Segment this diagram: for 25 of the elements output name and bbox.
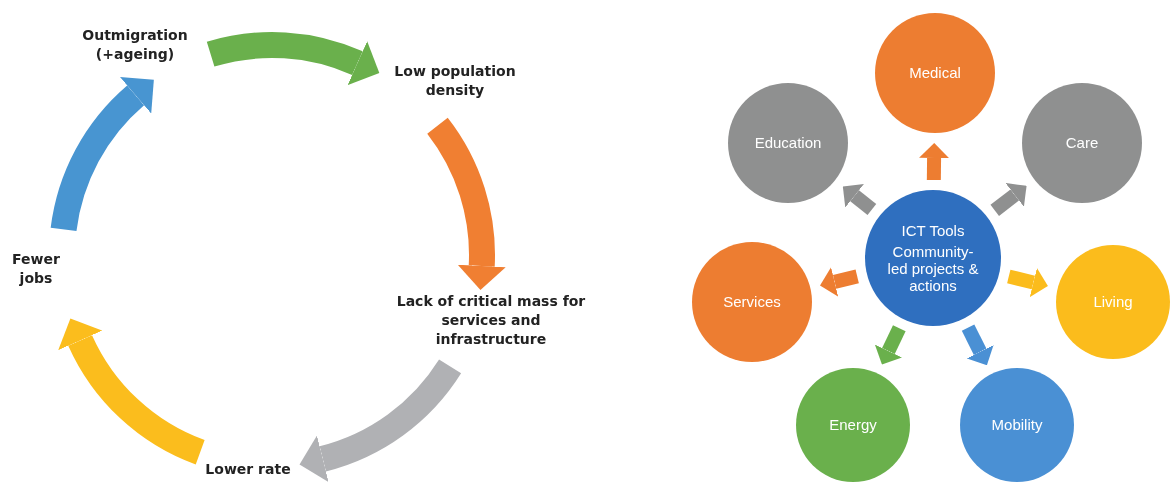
node-label: Care [1065,134,1099,152]
block-arrow [299,358,461,482]
node-label: Services [723,293,781,311]
block-arrow [961,324,994,366]
block-arrow [842,184,877,215]
node-label: Community-led projects & actions [886,242,980,295]
block-arrow [820,267,859,297]
block-arrow [919,143,950,181]
block-arrow [874,325,906,365]
cycle-label: Fewer jobs [0,250,72,288]
node-label: Living [1093,293,1133,311]
cycle-label: Outmigration (+ageing) [70,26,200,64]
cycle-label: Low population density [380,62,530,100]
node-label: Mobility [991,416,1043,434]
block-arrow [207,32,380,86]
node-label: Medical [909,64,961,82]
node-label: ICT Tools [901,221,965,239]
block-arrow [50,78,153,232]
block-arrow [1007,267,1048,298]
cycle-label: Lower rate [198,460,298,479]
cycle-label: Lack of critical mass for services and infrastructure [396,292,586,349]
node-label: Energy [829,416,877,434]
block-arrow [426,118,506,290]
block-arrow [58,319,206,465]
node-label: Education [754,134,822,152]
